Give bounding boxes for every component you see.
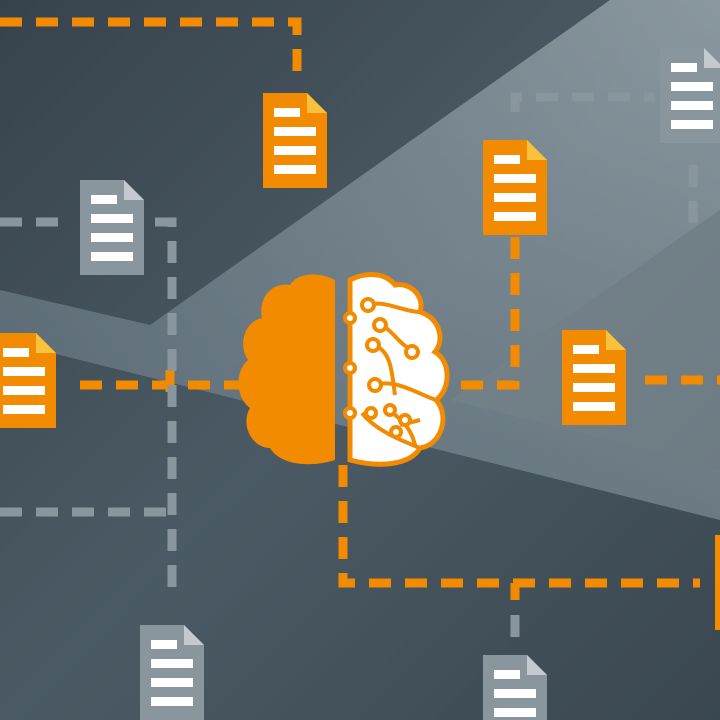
document-icon <box>0 333 56 428</box>
light-wedge <box>0 0 720 520</box>
document-icon <box>263 93 327 188</box>
brain-circuit-icon <box>238 272 450 467</box>
dashed-connector <box>460 237 520 390</box>
dashed-connector <box>0 217 177 600</box>
document-icon <box>562 330 626 425</box>
dashed-connector <box>510 92 655 112</box>
documents <box>0 48 720 720</box>
document-icon <box>140 625 204 720</box>
document-icon <box>483 655 547 720</box>
dashed-connector <box>338 465 700 600</box>
document-icon <box>483 140 547 235</box>
connector-lines <box>0 17 720 645</box>
brain-left-half <box>238 274 335 465</box>
document-icon <box>660 48 720 143</box>
dashed-connector <box>0 17 302 80</box>
dashed-connector <box>688 165 712 223</box>
circuit-traces <box>343 297 437 450</box>
document-icon <box>80 180 144 275</box>
document-icon <box>715 535 720 630</box>
